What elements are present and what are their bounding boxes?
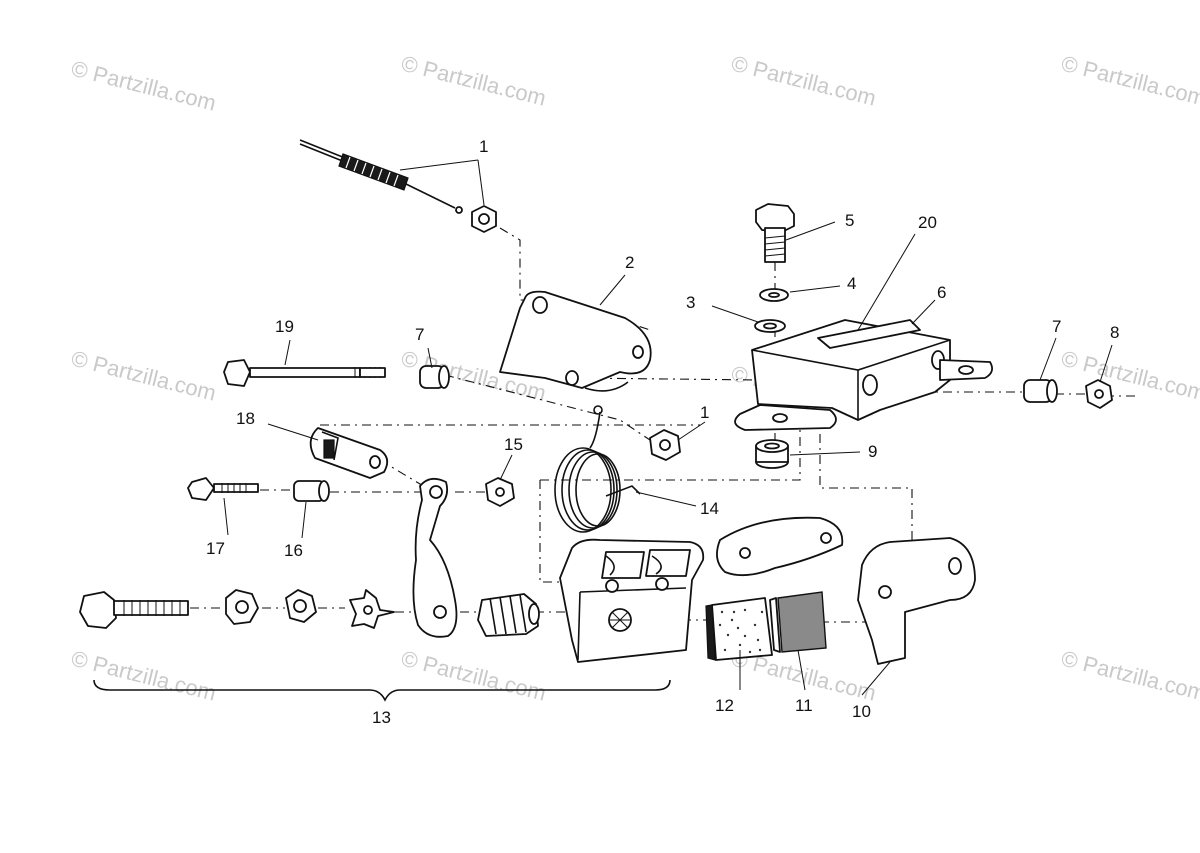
adjuster-knob [225, 589, 259, 625]
lever-arm [412, 477, 458, 638]
watermark: © Partzilla.com [69, 346, 219, 406]
spacer-left [419, 365, 450, 389]
bushing [293, 480, 330, 502]
adjuster-nut [285, 589, 317, 623]
clevis [309, 427, 389, 479]
torsion-spring [554, 405, 641, 533]
watermark: © Partzilla.com [69, 646, 219, 706]
callout-7-left: 7 [415, 325, 424, 344]
callout-5: 5 [845, 211, 854, 230]
callout-1-top: 1 [479, 137, 488, 156]
watermark: © Partzilla.com [1059, 646, 1200, 706]
callouts: 1 2 3 4 5 6 7 7 8 9 10 11 12 13 14 15 16… [206, 137, 1119, 727]
callout-9: 9 [868, 442, 877, 461]
washer-4 [759, 288, 789, 302]
backing-plate [716, 516, 844, 577]
callout-4: 4 [847, 274, 856, 293]
long-bolt [223, 359, 386, 387]
spacer-right [1023, 379, 1058, 403]
adjuster-bolt [79, 591, 189, 629]
leader-lines [223, 159, 1113, 696]
callout-19: 19 [275, 317, 294, 336]
watermark: © Partzilla.com [1059, 346, 1200, 406]
callout-8: 8 [1110, 323, 1119, 342]
throttle-cable [299, 139, 463, 214]
watermark: © Partzilla.com [1059, 51, 1200, 111]
watermark: © Partzilla.com [399, 51, 549, 111]
outer-caliper-plate [857, 537, 976, 665]
callout-10: 10 [852, 702, 871, 721]
callout-7-right: 7 [1052, 317, 1061, 336]
short-bolt [187, 477, 259, 501]
bushing-9 [755, 439, 789, 469]
callout-12: 12 [715, 696, 734, 715]
callout-6: 6 [937, 283, 946, 302]
watermark: © Partzilla.com [69, 56, 219, 116]
watermark: © Partzilla.com [729, 51, 879, 111]
nut-15 [485, 477, 515, 507]
group-bracket-13 [93, 679, 671, 702]
mounting-bracket [734, 319, 994, 431]
cable-nut [471, 205, 497, 233]
callout-1-lower: 1 [700, 403, 709, 422]
callout-2: 2 [625, 253, 634, 272]
cam-bracket [499, 290, 652, 392]
callout-16: 16 [284, 541, 303, 560]
lower-nut [649, 429, 681, 461]
star-washer [349, 589, 395, 629]
callout-11: 11 [795, 696, 813, 715]
callout-17: 17 [206, 539, 225, 558]
brake-pad-inner [705, 597, 773, 661]
mount-bolt [755, 203, 795, 263]
callout-15: 15 [504, 435, 523, 454]
callout-18: 18 [236, 409, 255, 428]
washer-3 [754, 319, 786, 333]
callout-20: 20 [918, 213, 937, 232]
callout-13: 13 [372, 708, 391, 727]
watermark: © Partzilla.com [399, 646, 549, 706]
brake-pad-outer [769, 591, 827, 653]
caliper-gear [608, 608, 632, 632]
callout-14: 14 [700, 499, 719, 518]
nut-8 [1085, 379, 1113, 409]
worm-gear [477, 593, 540, 637]
callout-3: 3 [686, 293, 695, 312]
caliper-housing [559, 538, 705, 663]
